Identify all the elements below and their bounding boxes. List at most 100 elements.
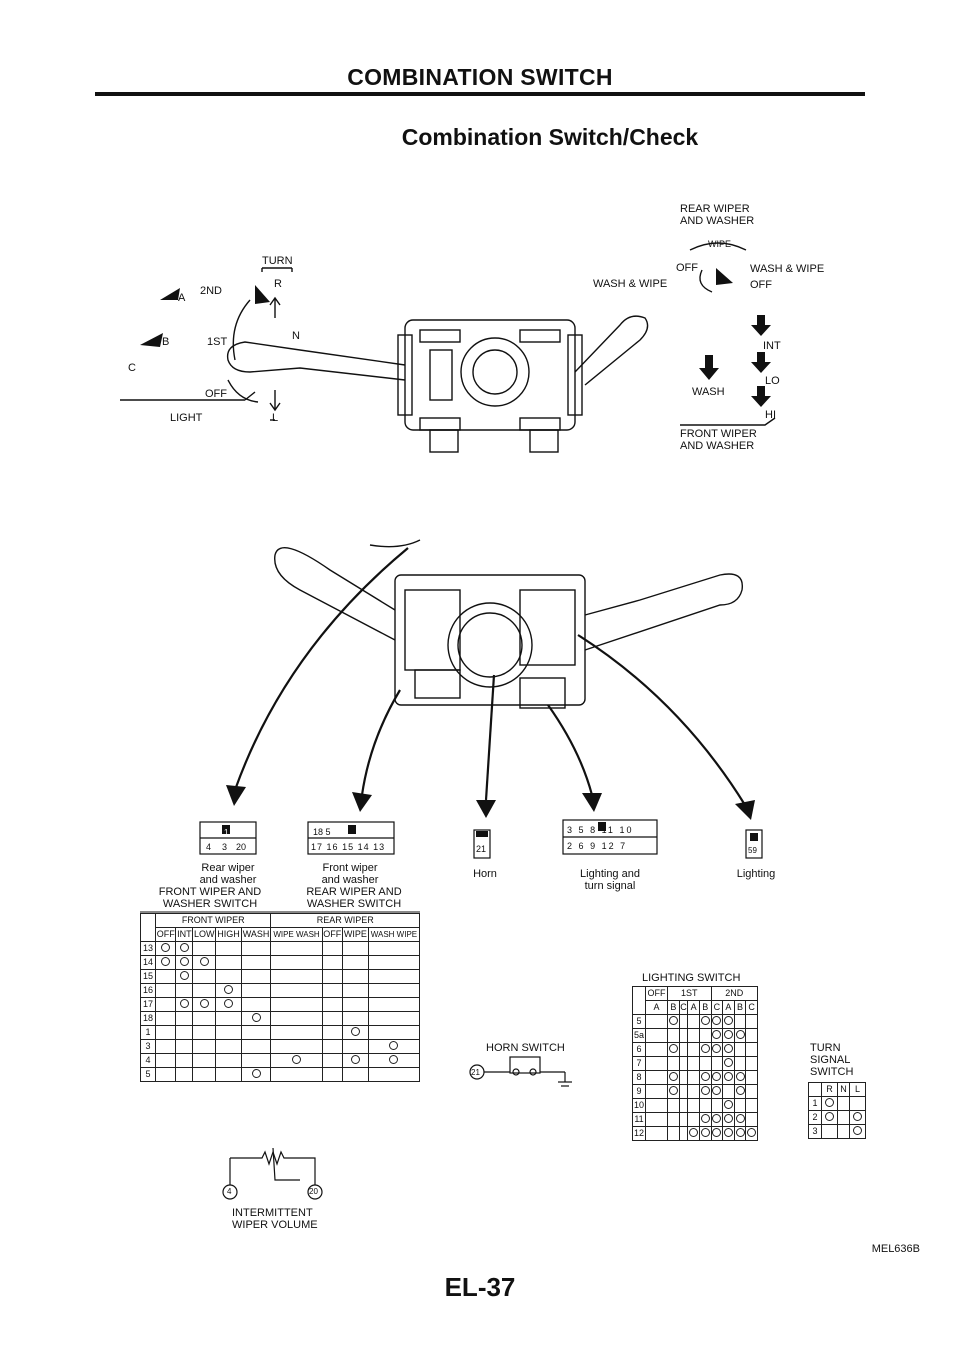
connector-5-caption: Lighting bbox=[736, 868, 776, 880]
light-stage-off: OFF bbox=[205, 388, 227, 400]
col-low: LOW bbox=[192, 927, 217, 942]
horn-pin-21: 21 bbox=[471, 1068, 480, 1077]
col-int: INT bbox=[175, 927, 194, 942]
row-label: 5a bbox=[632, 1028, 646, 1043]
table-row: 5a bbox=[632, 1028, 758, 1043]
col-rear-off: OFF bbox=[321, 927, 344, 942]
table-row: 17 bbox=[140, 997, 421, 1012]
connector-2-pin-18: 18 bbox=[313, 827, 324, 837]
lighting-col: C bbox=[710, 1000, 724, 1015]
table-row: 4 bbox=[140, 1053, 421, 1068]
front-wiper-int: INT bbox=[763, 340, 781, 352]
turn-position-l: L bbox=[272, 412, 279, 424]
row-label: 5 bbox=[632, 1014, 646, 1029]
rear-wiper-wash-wipe-right: WASH & WIPE bbox=[750, 263, 825, 275]
connector-1-pin-top: 1 bbox=[224, 828, 229, 837]
rear-wiper-switch-heading: REAR WIPER AND WASHER SWITCH bbox=[306, 886, 402, 910]
row-label: 5 bbox=[140, 1067, 156, 1082]
row-label: 1 bbox=[140, 1025, 156, 1040]
table-row: 14 bbox=[140, 955, 421, 970]
lighting-col: B bbox=[698, 1000, 712, 1015]
row-label: 2 bbox=[808, 1110, 822, 1125]
connector-4-pin-2: 2 bbox=[567, 841, 575, 851]
table-row: 6 bbox=[632, 1042, 758, 1057]
rear-wiper-group-label: REAR WIPER AND WASHER bbox=[680, 203, 755, 227]
turn-signal-switch-table: R N L 1 2 3 bbox=[808, 1082, 866, 1139]
row-label: 17 bbox=[140, 997, 156, 1012]
rear-wiper-wash-wipe-left: WASH & WIPE bbox=[593, 278, 668, 290]
intermittent-pin-4: 4 bbox=[227, 1187, 232, 1196]
page-subtitle: Combination Switch/Check bbox=[401, 124, 699, 150]
front-wiper-lo: LO bbox=[765, 375, 780, 387]
turn-group-label: TURN bbox=[262, 255, 293, 267]
table-row: 3 bbox=[140, 1039, 421, 1054]
lighting-group-off: OFF bbox=[644, 986, 669, 1001]
table-row: 5 bbox=[140, 1067, 421, 1082]
table-row: 12 bbox=[632, 1126, 758, 1141]
connector-1-caption: Rear wiper and washer bbox=[199, 862, 257, 886]
lighting-col: A bbox=[722, 1000, 735, 1015]
connector-2-pin-17: 17 bbox=[311, 842, 324, 852]
connector-3-pin-21: 21 bbox=[476, 844, 487, 854]
front-wiper-group: FRONT WIPER bbox=[154, 913, 272, 928]
connector-4-pin-5: 5 bbox=[578, 825, 586, 835]
row-label: 9 bbox=[632, 1084, 646, 1099]
row-label: 6 bbox=[632, 1042, 646, 1057]
lighting-col: B bbox=[733, 1000, 747, 1015]
rear-wiper-group: REAR WIPER bbox=[270, 913, 420, 928]
connector-4-pin-9: 9 bbox=[590, 841, 598, 851]
row-label: 3 bbox=[808, 1124, 822, 1139]
connector-4-caption: Lighting and turn signal bbox=[580, 868, 640, 892]
table-row: 2 bbox=[808, 1110, 866, 1125]
intermittent-wiper-volume-label: INTERMITTENT WIPER VOLUME bbox=[232, 1207, 318, 1231]
table-row: 15 bbox=[140, 969, 421, 984]
connector-4-pin-6: 6 bbox=[578, 841, 586, 851]
turn-position-n: N bbox=[292, 330, 300, 342]
row-label: 12 bbox=[632, 1126, 646, 1141]
lighting-col: B bbox=[667, 1000, 680, 1015]
turn-signal-switch-label: TURN SIGNAL SWITCH bbox=[810, 1042, 854, 1078]
row-label: 16 bbox=[140, 983, 156, 998]
row-label: 8 bbox=[632, 1070, 646, 1085]
section-title: COMBINATION SWITCH bbox=[347, 64, 613, 90]
lighting-col: A bbox=[687, 1000, 700, 1015]
col-high: HIGH bbox=[215, 927, 242, 942]
horn-switch-label: HORN SWITCH bbox=[486, 1042, 565, 1054]
col-wipe: WIPE bbox=[342, 927, 369, 942]
light-stage-2nd: 2ND bbox=[200, 285, 223, 297]
connector-1-pin-20: 20 bbox=[236, 842, 247, 852]
light-position-b: B bbox=[162, 336, 170, 348]
connector-1-pin-4: 4 bbox=[206, 842, 212, 852]
table-row: 11 bbox=[632, 1112, 758, 1127]
light-position-c: C bbox=[128, 362, 136, 374]
lighting-group-2nd: 2ND bbox=[710, 986, 759, 1001]
lighting-switch-table: OFF 1ST 2ND A B C A B C A B C 5 5a 6 7 8… bbox=[632, 986, 759, 1141]
connector-4-pins-bottom: 2 6 9 12 7 bbox=[567, 840, 627, 852]
front-wiper-switch-heading: FRONT WIPER AND WASHER SWITCH bbox=[158, 886, 262, 910]
table-row: 10 bbox=[632, 1098, 758, 1113]
front-wiper-group-label: FRONT WIPER AND WASHER bbox=[680, 428, 757, 452]
lighting-col: C bbox=[745, 1000, 758, 1015]
lighting-col: A bbox=[644, 1000, 669, 1015]
lighting-col: C bbox=[678, 1000, 689, 1015]
row-label: 4 bbox=[140, 1053, 156, 1068]
connector-4-pin-8: 8 bbox=[590, 825, 598, 835]
connector-2-pin-13: 13 bbox=[373, 842, 386, 852]
row-label: 13 bbox=[140, 941, 156, 956]
turn-col-l: L bbox=[849, 1082, 866, 1097]
front-wiper-hi: HI bbox=[765, 409, 776, 421]
connector-2-pin-15: 15 bbox=[342, 842, 355, 852]
col-wipe-wash: WIPE WASH bbox=[270, 927, 323, 942]
row-label: 14 bbox=[140, 955, 156, 970]
turn-col-n: N bbox=[837, 1082, 850, 1097]
front-wiper-off: OFF bbox=[750, 279, 772, 291]
connector-5-pin-59: 59 bbox=[748, 846, 757, 855]
table-row: 1 bbox=[808, 1096, 866, 1111]
table-row: 1 bbox=[140, 1025, 421, 1040]
table-row: 3 bbox=[808, 1124, 866, 1139]
connector-2-pins-top: 17 16 15 14 13 bbox=[311, 841, 385, 853]
row-label: 18 bbox=[140, 1011, 156, 1026]
figure-code: MEL636B bbox=[871, 1243, 920, 1255]
connector-2-pin-5: 5 bbox=[325, 827, 331, 837]
